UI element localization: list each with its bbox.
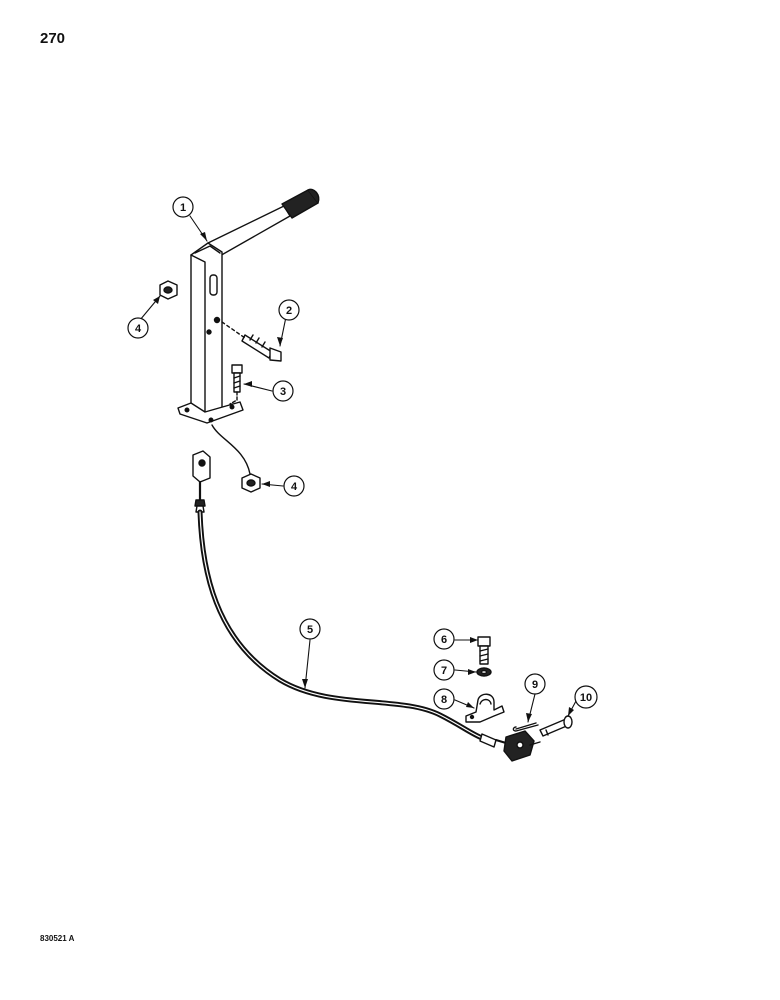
- callout-labels: 1 2 3 4 4 5 6 7 8 9 10: [135, 202, 592, 706]
- callout-4a-circle: [127, 317, 149, 339]
- callout-1-circle: [172, 196, 194, 218]
- callout-8: 8: [441, 694, 447, 706]
- callout-8-circle: [433, 688, 455, 710]
- bolt-2: [221, 321, 282, 362]
- callout-3-circle: [272, 380, 294, 402]
- leader-arrowheads: [153, 232, 574, 722]
- cotter-pin-9: [512, 722, 539, 732]
- callout-4b-circle: [283, 475, 305, 497]
- clevis-pin-10: [539, 715, 573, 737]
- callout-5-circle: [299, 618, 321, 640]
- nut-upper: [159, 280, 178, 300]
- callout-4-lower: 4: [291, 481, 298, 493]
- callout-5: 5: [307, 624, 313, 636]
- washer-7: [476, 667, 492, 677]
- callout-7-circle: [433, 659, 455, 681]
- callout-10: 10: [580, 692, 592, 704]
- page-number: 270: [40, 30, 66, 47]
- callout-7: 7: [441, 665, 447, 677]
- cable-clevis-lower: [479, 730, 541, 762]
- callout-1: 1: [180, 202, 186, 214]
- callout-6: 6: [441, 634, 447, 646]
- callout-6-circle: [433, 628, 455, 650]
- lever-assembly: [177, 188, 320, 424]
- callout-3: 3: [280, 386, 286, 398]
- callout-10-circle: [574, 685, 598, 709]
- cable-clevis-upper: [192, 450, 211, 513]
- nut-lower: [211, 424, 261, 493]
- callout-2-circle: [278, 299, 300, 321]
- bolt-3: [229, 364, 243, 405]
- clamp-8: [465, 693, 505, 723]
- callout-circles: [127, 196, 598, 710]
- callout-9: 9: [532, 679, 538, 691]
- callout-9-circle: [524, 673, 546, 695]
- figure-code: 830521 A: [40, 934, 75, 943]
- callout-2: 2: [286, 305, 292, 317]
- bolt-6: [477, 636, 491, 665]
- callout-4-upper: 4: [135, 323, 142, 335]
